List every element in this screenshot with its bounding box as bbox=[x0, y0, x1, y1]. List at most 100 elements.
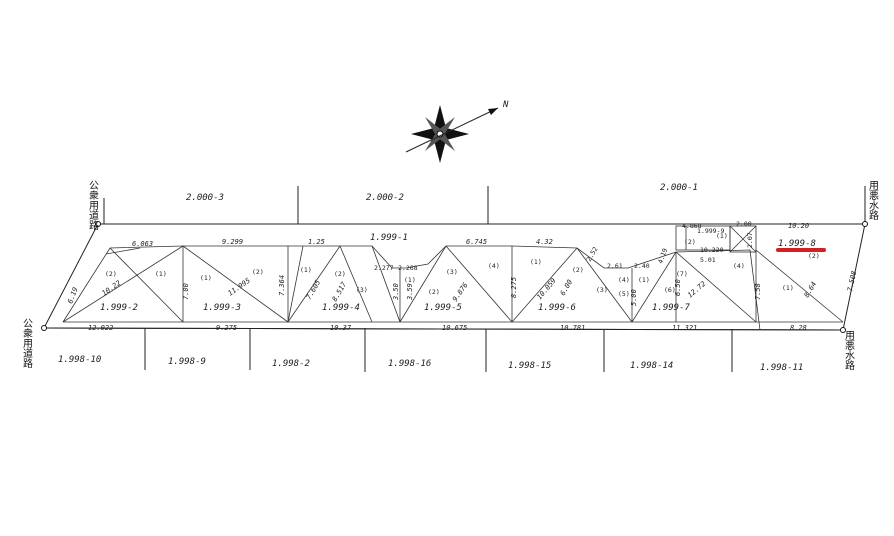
dimension-label: 10.22 bbox=[101, 279, 123, 298]
lot-label: 1.998-11 bbox=[760, 363, 803, 373]
dimension-label: 5.00 bbox=[630, 289, 638, 306]
lot-label: 1.998-14 bbox=[630, 361, 673, 371]
north-label: N bbox=[502, 100, 509, 110]
dimension-label: 9.275 bbox=[216, 324, 237, 332]
dimension-label: 4.868 bbox=[682, 222, 702, 230]
dimension-label: 7.00 bbox=[182, 283, 190, 300]
lot-label: 1.998-10 bbox=[58, 355, 101, 365]
dimension-label: 10.781 bbox=[560, 324, 585, 332]
subparcel-label: (2) bbox=[808, 252, 820, 260]
road-label-drainage-bottom: 用悪水路 bbox=[843, 330, 855, 371]
subparcel-label: (4) bbox=[733, 262, 745, 270]
dimension-label: 10.37 bbox=[330, 324, 352, 332]
subdivision-lines bbox=[62, 225, 844, 331]
subparcel-label: (4) bbox=[618, 276, 630, 284]
lot-label: 1.998-2 bbox=[272, 359, 310, 369]
subparcel-label: (1) bbox=[716, 232, 728, 240]
dimension-label: 6.00 bbox=[559, 278, 574, 297]
dimension-label: 3.50 bbox=[392, 283, 400, 301]
dimension-label: 2.07 bbox=[746, 232, 754, 248]
dimension-label: 11.321 bbox=[672, 324, 697, 332]
top-lot-boundaries bbox=[98, 186, 866, 225]
dimension-label: 9.299 bbox=[222, 238, 243, 246]
dimension-label: 10.220 bbox=[700, 246, 724, 254]
compass-rose-icon bbox=[405, 105, 499, 163]
subparcel-label: (2) bbox=[252, 268, 264, 276]
subparcel-label: (3) bbox=[356, 286, 368, 294]
svg-text:用悪水路: 用悪水路 bbox=[867, 180, 879, 221]
lot-label: 1.998-15 bbox=[508, 361, 551, 371]
survey-points bbox=[41, 221, 868, 333]
subparcel-label: (3) bbox=[596, 286, 608, 294]
lot-label: 2.000-2 bbox=[366, 193, 404, 203]
svg-text:公衆用道路: 公衆用道路 bbox=[21, 318, 33, 369]
dimension-label: 2.61 bbox=[607, 262, 623, 270]
lot-label: 1.999-9 bbox=[697, 227, 724, 235]
svg-text:公衆用道路: 公衆用道路 bbox=[87, 180, 99, 231]
dimension-label: 5.01 bbox=[700, 256, 716, 264]
subparcel-label: (5) bbox=[618, 290, 630, 298]
lot-label: 1.999-1 bbox=[370, 233, 408, 243]
lot-label: 1.999-8 bbox=[778, 239, 816, 249]
svg-text:用悪水路: 用悪水路 bbox=[843, 330, 855, 371]
lot-label: 1.998-16 bbox=[388, 359, 431, 369]
lot-label: 1.998-9 bbox=[168, 357, 206, 367]
dimension-label: 4.19 bbox=[656, 247, 669, 265]
lot-label: 1.999-4 bbox=[322, 303, 360, 313]
bottom-lot-boundaries bbox=[43, 327, 844, 372]
lot-label: 1.999-5 bbox=[424, 303, 462, 313]
lot-label: 1.999-3 bbox=[203, 303, 241, 313]
subparcel-label: (2) bbox=[334, 270, 346, 278]
subparcel-label: (1) bbox=[200, 274, 212, 282]
dimension-label: 11.995 bbox=[227, 277, 252, 298]
dimension-label: 10.20 bbox=[788, 222, 809, 230]
subparcel-label: (6) bbox=[664, 286, 676, 294]
dimension-label: 9.876 bbox=[451, 281, 470, 303]
dimension-label: 2.52 bbox=[585, 245, 600, 263]
road-label-drainage-top: 用悪水路 bbox=[867, 180, 879, 221]
subparcel-label: (2) bbox=[105, 270, 117, 278]
dimension-label: 8.275 bbox=[510, 277, 518, 298]
dimension-label: 2.277 bbox=[374, 264, 394, 272]
road-label-public-bottom: 公衆用道路 bbox=[21, 318, 33, 369]
dimension-label: 7.364 bbox=[278, 275, 286, 296]
dimension-label: 6.50 bbox=[674, 279, 682, 296]
lot-label: 1.999-2 bbox=[100, 303, 138, 313]
dimension-label: 12.72 bbox=[686, 280, 707, 300]
dimension-label: 10.675 bbox=[442, 324, 467, 332]
subparcel-label: (3) bbox=[446, 268, 458, 276]
dimension-label: 2.00 bbox=[736, 220, 752, 228]
dimension-label: 8.517 bbox=[331, 280, 349, 303]
lot-label: 2.000-1 bbox=[660, 183, 698, 193]
dimension-label: 8.64 bbox=[803, 280, 818, 299]
lot-label: 2.000-3 bbox=[186, 193, 224, 203]
dimension-label: 6.745 bbox=[466, 238, 487, 246]
subparcel-label: (1) bbox=[530, 258, 542, 266]
lot-label: 1.999-6 bbox=[538, 303, 576, 313]
dimension-label: 1.25 bbox=[308, 238, 325, 246]
dimension-label: 10.059 bbox=[535, 277, 557, 302]
dimension-label: 6.063 bbox=[132, 240, 153, 248]
subparcel-label: (1) bbox=[300, 266, 312, 274]
lot-label: 1.999-7 bbox=[652, 303, 691, 313]
subparcel-label: (2) bbox=[428, 288, 440, 296]
subparcel-label: (1) bbox=[155, 270, 167, 278]
dimension-label: 2.40 bbox=[634, 262, 650, 270]
dimension-label: 12.022 bbox=[88, 324, 113, 332]
dimension-label: 7.58 bbox=[754, 283, 762, 300]
subparcel-label: (7) bbox=[676, 270, 688, 278]
subparcel-label: (1) bbox=[638, 276, 650, 284]
subparcel-label: (1) bbox=[782, 284, 794, 292]
subparcel-label: (2) bbox=[684, 238, 696, 246]
dimension-label: 7.605 bbox=[305, 279, 322, 301]
dimension-label: 8.28 bbox=[790, 324, 807, 332]
road-label-public-top: 公衆用道路 bbox=[87, 180, 99, 231]
dimension-label: 3.59 bbox=[406, 283, 414, 301]
dimension-label: 7.508 bbox=[846, 270, 858, 292]
dimension-label: 4.32 bbox=[536, 238, 553, 246]
subparcel-label: (4) bbox=[488, 262, 500, 270]
subparcel-label: (2) bbox=[572, 266, 584, 274]
dimension-label: 2.268 bbox=[398, 264, 418, 272]
subparcel-label: (1) bbox=[404, 276, 416, 284]
